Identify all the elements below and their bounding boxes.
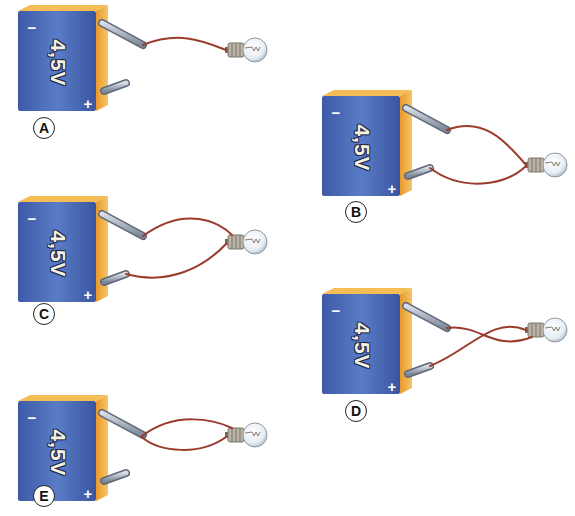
voltage-label: 4,5V [48, 39, 69, 86]
callout-letter: A [33, 117, 55, 139]
voltage-label: 4,5V [48, 230, 69, 277]
polarity-sign: + [388, 181, 397, 196]
polarity-sign: − [332, 303, 341, 318]
callout-letter: C [33, 303, 55, 325]
polarity-sign: + [84, 486, 93, 501]
polarity-sign: + [388, 379, 397, 394]
polarity-sign: − [28, 20, 37, 35]
voltage-label: 4,5V [352, 322, 373, 369]
callout-letter: B [345, 201, 367, 223]
polarity-sign: + [84, 287, 93, 302]
callout-letter: E [33, 485, 55, 507]
callout-letter: D [345, 400, 367, 422]
polarity-sign: − [28, 211, 37, 226]
polarity-sign: − [28, 410, 37, 425]
polarity-sign: + [84, 96, 93, 111]
voltage-label: 4,5V [352, 124, 373, 171]
voltage-label: 4,5V [48, 429, 69, 476]
polarity-sign: − [332, 105, 341, 120]
